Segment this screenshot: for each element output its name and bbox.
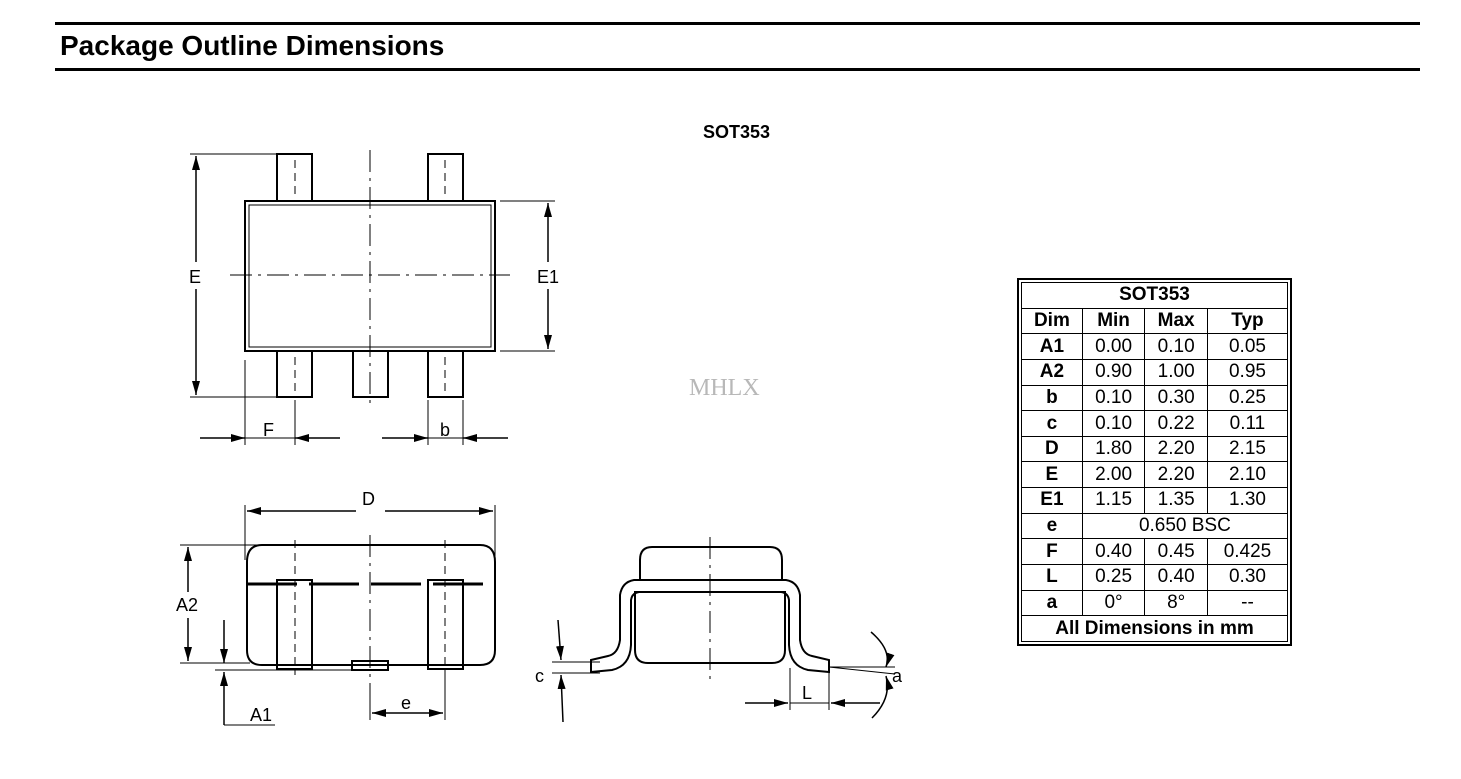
label-A1: A1 [250,705,272,725]
table-footer-row: All Dimensions in mm [1021,615,1288,642]
header-max: Max [1144,307,1208,335]
cell-typ: 0.425 [1206,538,1289,566]
cell-min: 0.10 [1081,384,1146,412]
cell-dim: D [1021,435,1083,463]
cell-dim: E [1021,461,1083,489]
cell-min: 0.90 [1081,358,1146,386]
cell-min: 0.40 [1081,538,1146,566]
top-view [190,150,555,445]
label-b: b [440,420,450,440]
cell-typ: 0.05 [1206,333,1289,360]
label-E1: E1 [537,267,559,287]
label-e: e [401,693,411,713]
cell-typ: 1.30 [1206,487,1289,514]
label-D: D [362,489,375,509]
cell-max: 2.20 [1144,461,1208,489]
cell-dim: E1 [1021,487,1083,514]
cell-max: 2.20 [1144,435,1208,463]
package-title: SOT353 [703,122,771,142]
cell-typ: 2.15 [1206,435,1289,463]
cell-min: 2.00 [1081,461,1146,489]
header-rule-top [55,22,1420,25]
cell-typ: 0.11 [1206,410,1289,437]
cell-typ: 0.25 [1206,384,1289,412]
cell-max: 0.40 [1144,564,1208,591]
label-A2: A2 [176,595,198,615]
header-dim: Dim [1021,307,1083,335]
label-F: F [263,420,274,440]
cell-typ: 0.30 [1206,564,1289,591]
table-header-row: Dim Min Max Typ [1021,307,1289,335]
cell-min: 1.15 [1081,487,1146,514]
cell-dim: b [1021,384,1083,412]
label-E: E [189,267,201,287]
header-rule-bottom [55,68,1420,71]
cell-min: 1.80 [1081,435,1146,463]
cell-dim: a [1021,589,1083,617]
end-view [552,537,896,723]
cell-typ: 2.10 [1206,461,1289,489]
top-lead-2 [427,153,464,202]
side-view [180,505,496,726]
cell-min: 0.25 [1081,564,1146,591]
cell-dim: A2 [1021,358,1083,386]
cell-typ: -- [1206,589,1289,617]
end-view-body-top [639,546,783,580]
cell-max: 8° [1144,589,1208,617]
cell-dim: c [1021,410,1083,437]
label-L: L [802,683,812,703]
label-a: a [892,666,903,686]
cell-span: 0.650 BSC [1081,512,1289,540]
cell-min: 0.00 [1081,333,1146,360]
cell-max: 0.10 [1144,333,1208,360]
cell-min: 0° [1081,589,1146,617]
label-c: c [535,666,544,686]
cell-max: 1.35 [1144,487,1208,514]
page-title: Package Outline Dimensions [60,30,445,61]
cell-dim: A1 [1021,333,1083,360]
cell-dim: L [1021,564,1083,591]
table-title: SOT353 [1021,282,1288,309]
cell-max: 0.22 [1144,410,1208,437]
cell-dim: F [1021,538,1083,566]
cell-max: 1.00 [1144,358,1208,386]
end-view-body-bottom [634,591,786,664]
bottom-lead-1 [276,350,313,398]
header-typ: Typ [1206,307,1289,335]
header-min: Min [1081,307,1146,335]
side-view-body [246,544,496,666]
table-footer: All Dimensions in mm [1021,615,1288,642]
cell-max: 0.30 [1144,384,1208,412]
cell-min: 0.10 [1081,410,1146,437]
watermark: MHLX [689,375,760,401]
bottom-lead-3 [427,350,464,398]
cell-typ: 0.95 [1206,358,1289,386]
cell-max: 0.45 [1144,538,1208,566]
top-lead-1 [276,153,313,202]
cell-dim: e [1021,512,1083,540]
